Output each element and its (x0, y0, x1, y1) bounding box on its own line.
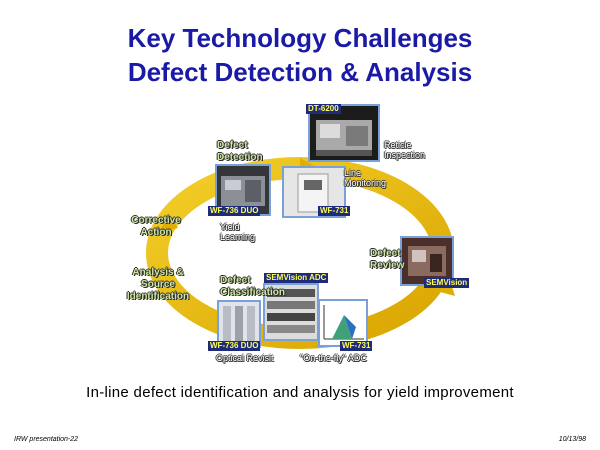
wf-736-duo-photo-bottom (217, 300, 261, 348)
dt-6200-tag: DT-6200 (306, 104, 341, 114)
wf-731-tag-bottom: WF-731 (340, 341, 373, 351)
wf-731-tag-top: WF-731 (318, 206, 351, 216)
stage-defect-review: Defect Review (370, 248, 405, 271)
dt-6200-photo (308, 104, 380, 162)
stage-defect-classification: Defect Classification (220, 275, 286, 298)
caption-on-the-fly-adc: "On-the-fly" ADC (300, 353, 367, 363)
wf-736-duo-tag-top: WF-736 DUO (208, 206, 261, 216)
stage-analysis-source: Analysis & Source Identification (126, 267, 190, 302)
semvision-adc-tag: SEMVision ADC (264, 273, 329, 283)
footer-right: 10/13/98 (558, 436, 586, 443)
wf-736-duo-tag-bottom: WF-736 DUO (208, 341, 261, 351)
stage-defect-detection: Defect Detection (217, 140, 263, 163)
caption-reticle-inspection: Reticle Inspection (384, 140, 426, 160)
cycle-arrow-left (160, 214, 178, 232)
footer-left: IRW presentation-22 (14, 436, 79, 443)
title-line-2: Defect Detection & Analysis (127, 57, 473, 87)
adc-chart-photo (318, 299, 368, 347)
semvision-tag: SEMVision (424, 278, 470, 288)
subtitle: In-line defect identification and analys… (86, 384, 514, 401)
title-line-1: Key Technology Challenges (127, 23, 473, 53)
stage-corrective-action: Corrective Action (131, 215, 181, 238)
caption-yield-learning: Yield Learning (220, 222, 256, 242)
semvision-adc-photo (263, 283, 319, 341)
caption-optical-revisit: Optical Revisit (216, 353, 274, 363)
caption-line-monitoring: Line Monitoring (344, 168, 387, 188)
